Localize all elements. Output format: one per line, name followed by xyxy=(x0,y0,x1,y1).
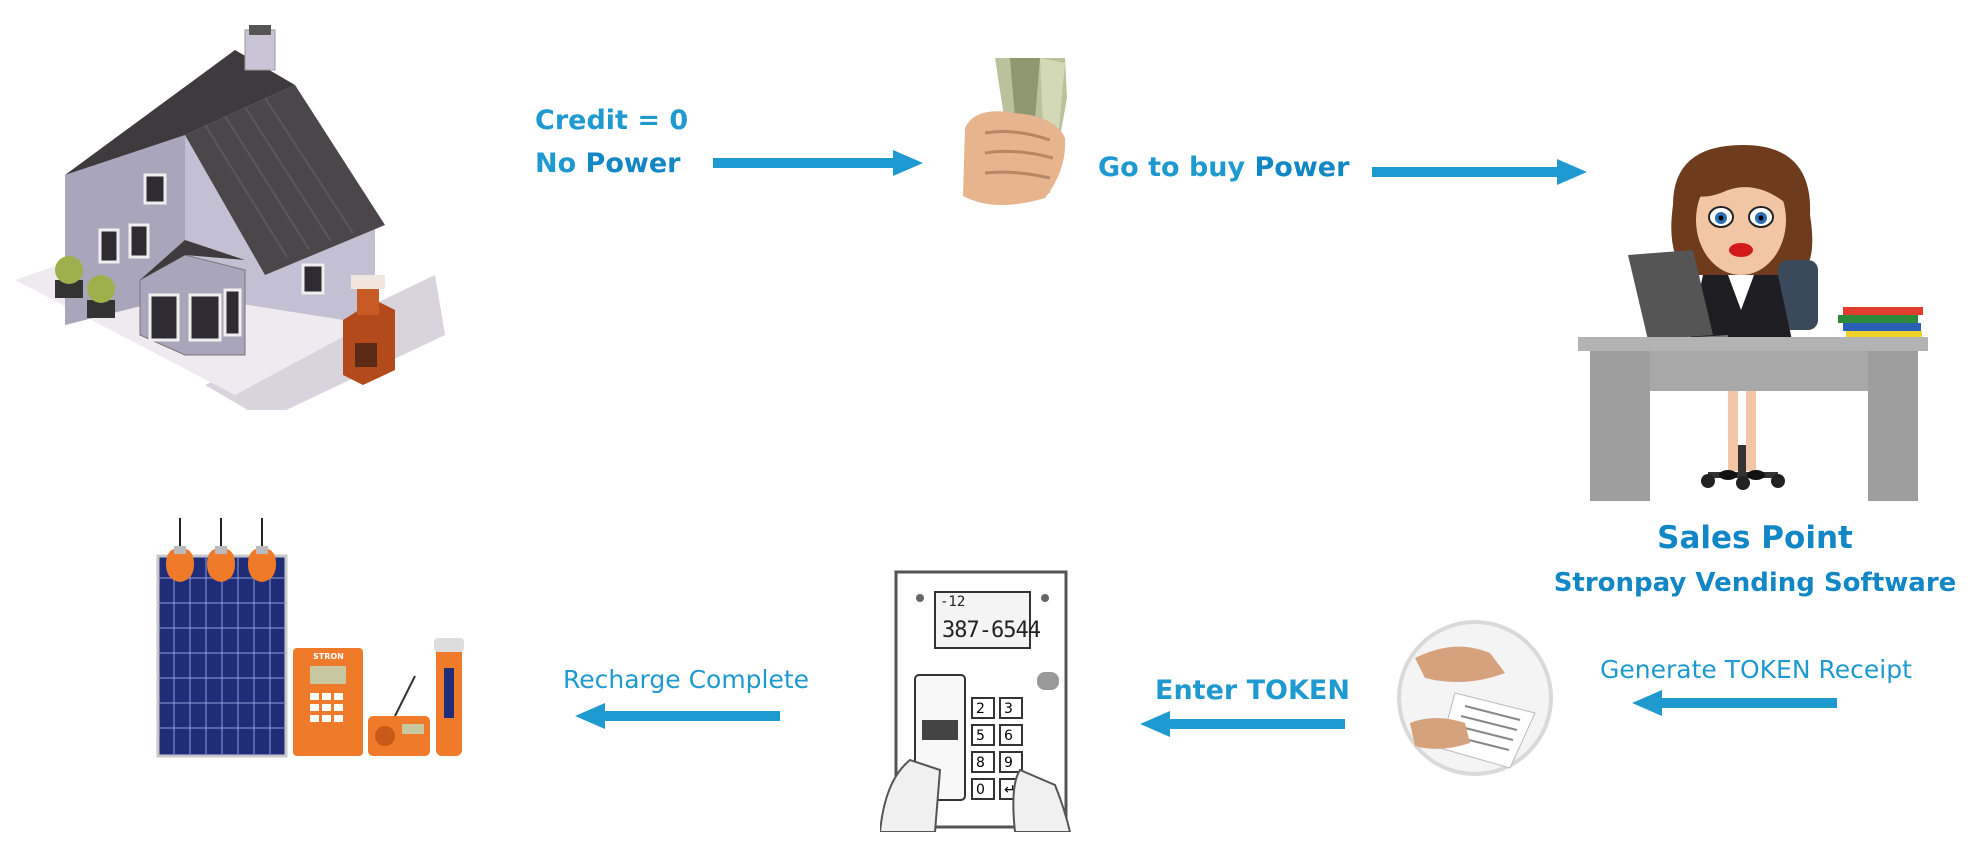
go-to-buy-bold: Power xyxy=(1254,152,1350,183)
credit-zero-label: Credit = 0 xyxy=(535,105,689,136)
meter-key-6: 6 xyxy=(1004,728,1013,744)
meter-key-enter: ↵ xyxy=(1004,782,1016,798)
arrow-right-1 xyxy=(713,150,923,176)
solar-kit-illustration: STRON xyxy=(150,518,475,763)
no-power-label: No Power xyxy=(535,148,680,179)
meter-key-2: 2 xyxy=(976,701,985,717)
sales-agent-at-desk-icon xyxy=(1578,145,1928,501)
recharge-complete-label: Recharge Complete xyxy=(563,665,810,694)
house-illustration xyxy=(5,25,460,410)
no-power-prefix: No xyxy=(535,148,586,179)
money-illustration xyxy=(955,58,1075,208)
token-receipt-icon xyxy=(1397,620,1553,776)
sales-agent-illustration xyxy=(1578,145,1933,505)
enter-token-label: Enter TOKEN xyxy=(1155,675,1350,706)
solar-home-kit-icon xyxy=(156,518,464,758)
go-to-buy-prefix: Go to buy xyxy=(1098,152,1255,183)
generate-token-label: Generate TOKEN Receipt xyxy=(1600,655,1912,684)
no-power-bold: Power xyxy=(585,148,681,179)
sales-point-title: Sales Point xyxy=(1657,520,1853,556)
meter-keypad-illustration: -12 387-6544 2 3 5 6 8 9 0 ↵ xyxy=(880,570,1075,832)
arrow-left-3 xyxy=(575,703,780,729)
house-icon xyxy=(15,25,445,410)
meter-display-number: 387-6544 xyxy=(942,618,1041,643)
meter-key-8: 8 xyxy=(976,755,985,771)
solar-kit-brand: STRON xyxy=(313,652,344,661)
sales-point-subtitle: Stronpay Vending Software xyxy=(1553,568,1957,598)
arrow-right-2 xyxy=(1372,159,1587,185)
arrow-left-2 xyxy=(1140,711,1345,737)
money-in-hand-icon xyxy=(963,58,1067,206)
arrow-left-1 xyxy=(1632,690,1837,716)
meter-key-5: 5 xyxy=(976,728,985,744)
meter-key-9: 9 xyxy=(1004,755,1013,771)
prepaid-meter-keypad-icon xyxy=(880,570,1072,832)
meter-key-3: 3 xyxy=(1004,701,1013,717)
token-receipt-illustration xyxy=(1395,618,1555,778)
meter-display-top: -12 xyxy=(940,594,966,610)
meter-key-0: 0 xyxy=(976,782,985,798)
go-to-buy-label: Go to buy Power xyxy=(1098,152,1349,183)
